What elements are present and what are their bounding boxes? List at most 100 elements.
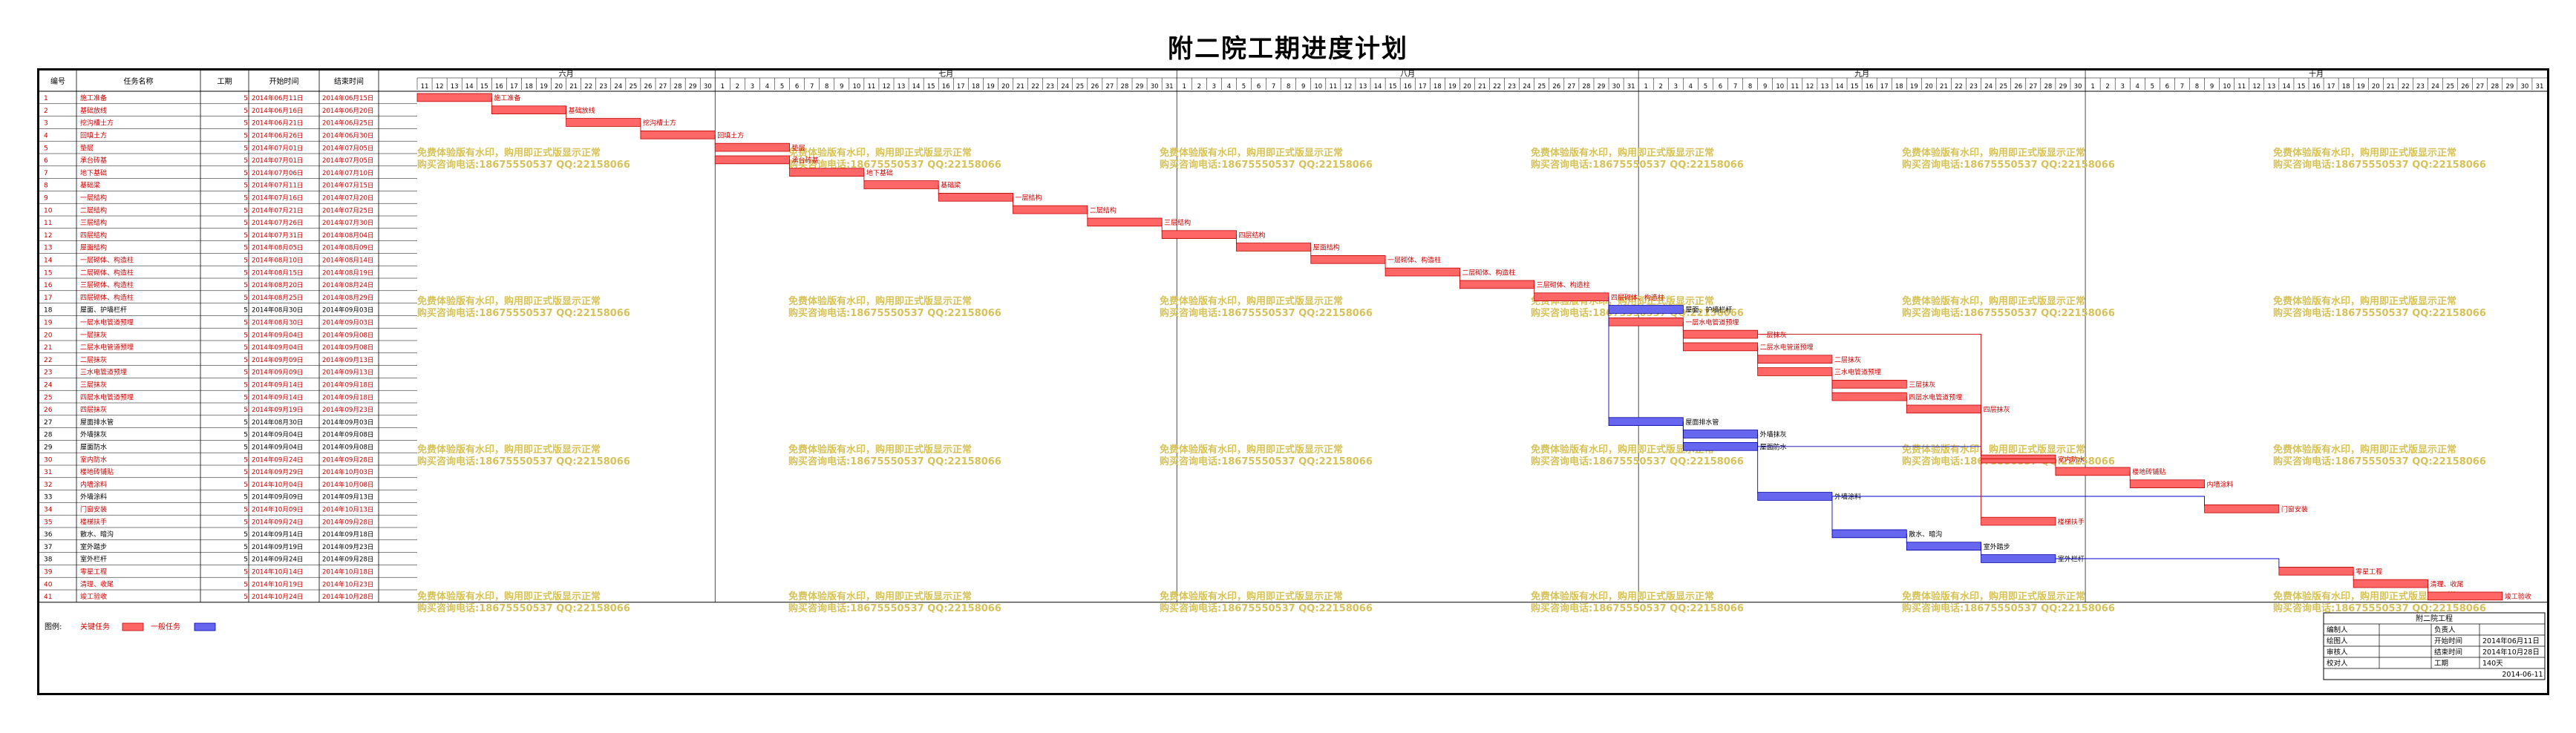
day-number: 17 [2327,83,2335,91]
day-number: 23 [2416,83,2425,91]
task-id: 8 [44,183,48,190]
day-number: 10 [2223,83,2231,91]
task-duration: 5 [243,419,248,427]
task-name: 屋面防水 [80,442,107,451]
day-number: 12 [1805,83,1814,91]
watermark-line2: 购买咨询电话:18675550537 QQ:22158066 [1160,307,1373,319]
bar-label: 室内防水 [2058,455,2085,464]
task-id: 30 [44,456,53,464]
watermark-line2: 购买咨询电话:18675550537 QQ:22158066 [417,159,630,171]
task-duration: 5 [243,544,248,551]
watermark-line2: 购买咨询电话:18675550537 QQ:22158066 [417,456,630,467]
task-start: 2014年09月19日 [252,405,304,414]
day-number: 2 [1197,83,1201,91]
month-label: 七月 [938,70,953,79]
watermark-line2: 购买咨询电话:18675550537 QQ:22158066 [417,602,630,614]
task-end: 2014年08月04日 [322,231,374,240]
task-end: 2014年09月13日 [322,493,374,502]
watermark-line2: 购买咨询电话:18675550537 QQ:22158066 [1531,159,1744,171]
gantt-bar [1310,254,1386,264]
day-number: 1 [721,83,725,91]
task-end: 2014年06月25日 [322,119,374,128]
day-number: 25 [629,83,637,91]
task-id: 33 [44,494,52,502]
watermark-line1: 免费体验版有水印，购用即正式版显示正常 [1160,444,1343,456]
gantt-bar [1981,554,2056,563]
watermark-line1: 免费体验版有水印，购用即正式版显示正常 [1160,147,1343,159]
gantt-bar [1682,442,1759,451]
watermark-line2: 购买咨询电话:18675550537 QQ:22158066 [788,159,1001,171]
task-duration: 5 [243,469,248,476]
task-name: 四层砌体、构造柱 [80,293,134,302]
dependency-link [2055,558,2280,568]
watermark-line1: 免费体验版有水印，购用即正式版显示正常 [417,295,601,307]
day-number: 4 [765,83,769,91]
gantt-bar [416,93,492,102]
day-number: 7 [1272,83,1275,91]
task-duration: 5 [243,120,248,128]
gantt-bar [1757,492,1833,501]
day-number: 2 [2105,83,2109,91]
bar-label: 基础放线 [569,106,595,115]
gantt-bar [1981,516,2056,526]
day-number: 28 [2044,83,2052,91]
task-end: 2014年10月23日 [322,579,374,588]
task-duration: 5 [243,207,248,214]
task-end: 2014年08月24日 [322,280,374,289]
task-end: 2014年08月14日 [322,255,374,264]
task-end: 2014年09月03日 [322,318,374,326]
gantt-bar [1757,355,1833,364]
gantt-bar [1013,205,1088,214]
dependency-link [1831,496,2205,506]
gantt-bar [1608,417,1684,426]
task-end: 2014年09月08日 [322,442,374,451]
month-label: 十月 [2309,69,2324,79]
watermark-line2: 购买咨询电话:18675550537 QQ:22158066 [2273,307,2486,319]
bar-label: 基础梁 [941,181,961,190]
day-number: 11 [868,83,876,91]
watermark-line1: 免费体验版有水印，购用即正式版显示正常 [2273,147,2456,159]
task-name: 四层水电管道预埋 [80,392,134,401]
day-number: 24 [1984,83,1993,91]
info-cell: 审核人 [2327,648,2348,657]
task-name: 二层结构 [80,206,107,214]
day-number: 29 [1598,83,1606,91]
task-duration: 5 [243,444,248,451]
watermark-line1: 免费体验版有水印，购用即正式版显示正常 [1531,147,1714,159]
day-number: 30 [2074,83,2082,91]
task-start: 2014年06月21日 [252,119,304,128]
day-number: 16 [2312,83,2321,91]
gantt-bar [1608,317,1684,326]
task-end: 2014年09月28日 [322,555,374,564]
day-number: 10 [852,83,860,91]
day-number: 26 [2461,83,2469,91]
watermark-line1: 免费体验版有水印，购用即正式版显示正常 [788,444,972,456]
task-end: 2014年10月13日 [322,504,374,513]
day-number: 18 [1434,83,1442,91]
task-start: 2014年09月09日 [252,368,304,377]
gantt-bar [789,168,865,177]
task-end: 2014年09月13日 [322,368,374,377]
task-duration: 5 [243,407,248,414]
gantt-bar [1236,243,1312,252]
task-duration: 5 [243,344,248,352]
task-duration: 5 [243,108,248,115]
task-duration: 5 [243,369,248,377]
day-number: 5 [780,83,784,91]
day-number: 3 [1212,83,1216,91]
task-duration: 5 [243,456,248,464]
day-number: 9 [840,83,843,91]
task-duration: 5 [243,157,248,165]
bar-label: 屋面结构 [1313,243,1340,252]
task-start: 2014年08月15日 [252,268,304,277]
task-duration: 5 [243,506,248,513]
task-name: 一层砌体、构造柱 [80,255,134,264]
gantt-bar [1385,267,1460,277]
task-id: 32 [44,481,52,489]
day-number: 28 [674,83,682,91]
task-duration: 5 [243,568,248,576]
day-number: 19 [1448,83,1457,91]
gantt-bar [1608,305,1684,314]
task-start: 2014年10月09日 [252,504,304,513]
